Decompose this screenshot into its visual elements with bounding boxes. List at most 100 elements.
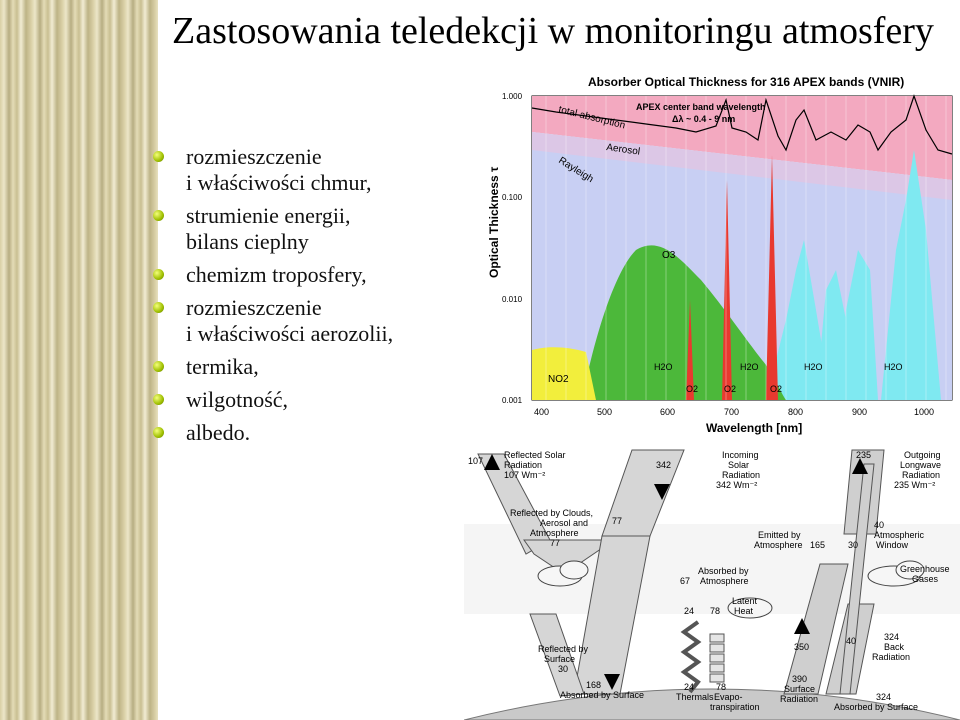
bullet-dot-icon — [153, 427, 164, 438]
arrowheads — [484, 454, 868, 690]
bullet-dot-icon — [153, 269, 164, 280]
h2o-band — [838, 250, 878, 400]
bullet-dot-icon — [153, 151, 164, 162]
shortwave-flows — [477, 449, 685, 697]
emitted-label: Atmosphere — [754, 540, 803, 550]
bullet-dot-icon — [153, 302, 164, 313]
y-tick-label: 0.010 — [502, 295, 523, 304]
surface-radiation-label: Surface — [784, 684, 815, 694]
value-label: 78 — [710, 606, 720, 616]
total-absorption-area — [532, 96, 952, 180]
chart-title: Absorber Optical Thickness for 316 APEX … — [588, 75, 904, 89]
x-tick-label: 700 — [724, 407, 739, 417]
arrow-down-icon — [604, 674, 620, 690]
total-absorption-line — [531, 94, 953, 155]
value-label: 24 — [684, 606, 694, 616]
latent-heat-label: Heat — [734, 606, 754, 616]
value-label: 342 Wm⁻² — [716, 480, 757, 490]
value-label: 165 — [810, 540, 825, 550]
reflected-surface-band — [529, 613, 585, 697]
y-tick-label: 0.100 — [502, 193, 523, 202]
x-tick-label: 400 — [534, 407, 549, 417]
bullet-dot-icon — [153, 210, 164, 221]
aerosol-band — [532, 132, 952, 200]
h2o-band — [766, 240, 831, 400]
annotation-delta: Δλ ~ 0.4 - 9 nm — [672, 114, 735, 124]
label-o2: O2 — [686, 384, 698, 394]
value-label: 30 — [558, 664, 568, 674]
o2-band — [766, 155, 778, 400]
value-label: 77 — [612, 516, 622, 526]
value-label: 40 — [874, 520, 884, 530]
o2-bands — [686, 155, 778, 400]
value-label: 390 — [792, 674, 807, 684]
value-label: 235 — [856, 450, 871, 460]
x-tick-label: 1000 — [914, 407, 934, 417]
window-band — [839, 463, 875, 695]
value-label: 40 — [846, 636, 856, 646]
absorbed-atm-label: Atmosphere — [700, 576, 749, 586]
value-label: 30 — [848, 540, 858, 550]
radiation-label: Radiation — [902, 470, 940, 480]
evapotranspiration-label: transpiration — [710, 702, 760, 712]
reflected-surface-label: Reflected by — [538, 644, 589, 654]
label-no2: NO2 — [548, 374, 569, 385]
bullet-line: i właściwości chmur, — [186, 170, 372, 195]
bullet-line: strumienie energii, — [186, 203, 351, 228]
bullet-line: i właściwości aerozolii, — [186, 321, 394, 346]
radiation-label: Radiation — [722, 470, 760, 480]
x-tick-label: 600 — [660, 407, 675, 417]
bullet-line: bilans cieplny — [186, 229, 309, 254]
bullet-item: strumienie energii,bilans cieplny — [153, 203, 453, 255]
reflected-clouds-label: Atmosphere — [530, 528, 579, 538]
arrow-up-icon — [794, 618, 810, 634]
no2-area — [532, 347, 596, 400]
earth-surface — [464, 688, 960, 720]
thermals-label: Thermals — [676, 692, 714, 702]
value-label: 324 — [876, 692, 891, 702]
value-label: 107 Wm⁻² — [504, 470, 545, 480]
band-lines — [545, 96, 947, 400]
surface-radiation-label: Radiation — [780, 694, 818, 704]
y-axis-label: Optical Thickness τ — [487, 166, 501, 278]
value-label: 168 — [586, 680, 601, 690]
label-h2o: H2O — [884, 362, 903, 372]
bullet-item: termika, — [153, 354, 453, 380]
bullet-line: rozmieszczenie — [186, 144, 322, 169]
slide-title: Zastosowania teledekcji w monitoringu at… — [172, 10, 934, 52]
bullet-item: chemizm troposfery, — [153, 262, 453, 288]
absorbed-surface-label: Absorbed by Surface — [560, 690, 644, 700]
bullet-line: wilgotność, — [186, 387, 289, 412]
bullet-dot-icon — [153, 361, 164, 372]
bullet-line: albedo. — [186, 420, 251, 445]
down-surface-band — [573, 535, 651, 695]
x-tick-label: 900 — [852, 407, 867, 417]
value-label: 235 Wm⁻² — [894, 480, 935, 490]
longwave-label: Longwave — [900, 460, 941, 470]
x-tick-label: 500 — [597, 407, 612, 417]
outgoing-label: Outgoing — [904, 450, 941, 460]
label-o3: O3 — [662, 250, 676, 261]
atmospheric-window-label: Atmospheric — [874, 530, 925, 540]
greenhouse-label: Gases — [912, 574, 939, 584]
thermals-zigzag — [680, 620, 702, 694]
bullet-line: termika, — [186, 354, 259, 379]
back-radiation-label: Radiation — [872, 652, 910, 662]
o3-area — [582, 245, 786, 400]
label-h2o: H2O — [804, 362, 823, 372]
x-tick-label: 800 — [788, 407, 803, 417]
annotation-band: APEX center band wavelength — [636, 102, 766, 112]
cloud-icon — [537, 560, 589, 587]
value-label: 324 — [884, 632, 899, 642]
bullet-line: chemizm troposfery, — [186, 262, 367, 287]
reflected-solar-label: Reflected Solar — [504, 450, 566, 460]
label-o2: O2 — [724, 384, 736, 394]
greenhouse-cloud-icon — [867, 560, 925, 587]
solar-label: Solar — [728, 460, 749, 470]
bullet-item: wilgotność, — [153, 387, 453, 413]
radiation-label: Radiation — [504, 460, 542, 470]
value-label: 342 — [656, 460, 671, 470]
y-tick-label: 0.001 — [502, 396, 523, 405]
